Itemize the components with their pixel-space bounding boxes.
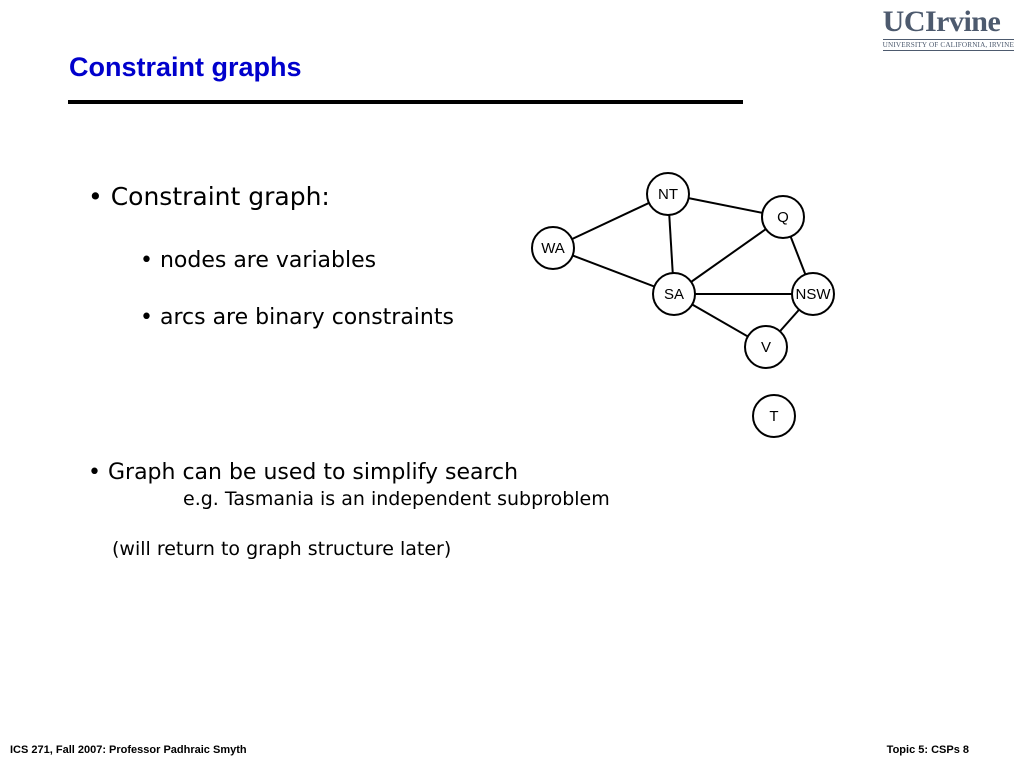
node-label: NSW bbox=[796, 286, 832, 303]
bullet-constraint-graph: • Constraint graph: bbox=[88, 182, 330, 211]
title-underline bbox=[68, 100, 743, 104]
node-label: WA bbox=[541, 240, 565, 257]
note-graph-structure: (will return to graph structure later) bbox=[112, 538, 452, 560]
uci-logo: UCIrvine UNIVERSITY OF CALIFORNIA, IRVIN… bbox=[882, 5, 1014, 51]
bullet-arcs-constraints: • arcs are binary constraints bbox=[140, 305, 454, 330]
bullet-nodes-variables: • nodes are variables bbox=[140, 248, 377, 273]
node-t: T bbox=[752, 394, 796, 438]
node-circle bbox=[744, 325, 788, 369]
footer-page-info: Topic 5: CSPs 8 bbox=[886, 744, 969, 756]
node-circle bbox=[652, 272, 696, 316]
node-sa: SA bbox=[652, 272, 696, 316]
node-circle bbox=[646, 172, 690, 216]
bullet-tasmania-example: e.g. Tasmania is an independent subprobl… bbox=[183, 488, 610, 510]
node-q: Q bbox=[761, 195, 805, 239]
footer-course-info: ICS 271, Fall 2007: Professor Padhraic S… bbox=[10, 744, 247, 756]
node-circle bbox=[791, 272, 835, 316]
logo-subtitle: UNIVERSITY OF CALIFORNIA, IRVINE bbox=[882, 39, 1014, 51]
edge-sa-q bbox=[673, 216, 784, 295]
node-label: NT bbox=[658, 186, 678, 203]
node-nt: NT bbox=[646, 172, 690, 216]
node-label: V bbox=[761, 339, 771, 356]
node-v: V bbox=[744, 325, 788, 369]
node-circle bbox=[761, 195, 805, 239]
logo-wordmark: UCIrvine bbox=[882, 5, 1001, 38]
node-circle bbox=[752, 394, 796, 438]
node-nsw: NSW bbox=[791, 272, 835, 316]
node-label: SA bbox=[664, 286, 684, 303]
graph-nodes: NT Q WA SA NSW V T bbox=[531, 172, 835, 438]
node-label: T bbox=[769, 408, 778, 425]
node-wa: WA bbox=[531, 226, 575, 270]
slide-title: Constraint graphs bbox=[69, 52, 302, 82]
bullet-simplify-search: • Graph can be used to simplify search bbox=[88, 460, 519, 485]
node-circle bbox=[531, 226, 575, 270]
node-label: Q bbox=[777, 209, 789, 226]
